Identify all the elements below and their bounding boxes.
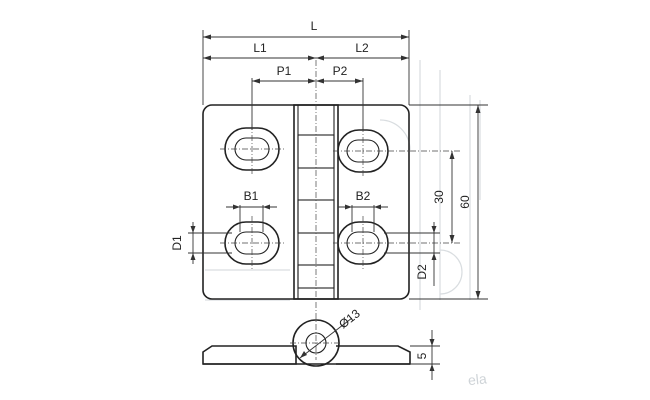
- side-plate-left: [202, 345, 297, 365]
- label-B1: B1: [244, 189, 259, 203]
- dimension-labels: L L1 L2 P1 P2 B1 B2 D1 D2 30 60 Ø13 5: [170, 19, 472, 359]
- watermark-text: ela: [467, 370, 487, 388]
- label-L1: L1: [253, 41, 267, 55]
- background-ghost-lines: ela: [205, 60, 488, 388]
- hinge-side-view: [202, 319, 411, 367]
- label-thickness: 5: [415, 352, 429, 359]
- label-P2: P2: [333, 64, 348, 78]
- label-pin-diameter: Ø13: [336, 306, 363, 331]
- label-L: L: [311, 19, 318, 33]
- slot-centerlines: [220, 124, 462, 270]
- label-30: 30: [432, 190, 446, 204]
- side-plate-right: [336, 345, 411, 365]
- label-P1: P1: [277, 64, 292, 78]
- label-D1: D1: [170, 235, 184, 251]
- label-L2: L2: [355, 41, 369, 55]
- label-60: 60: [458, 195, 472, 209]
- label-B2: B2: [356, 189, 371, 203]
- dimension-lines: [188, 30, 488, 380]
- label-D2: D2: [415, 264, 429, 280]
